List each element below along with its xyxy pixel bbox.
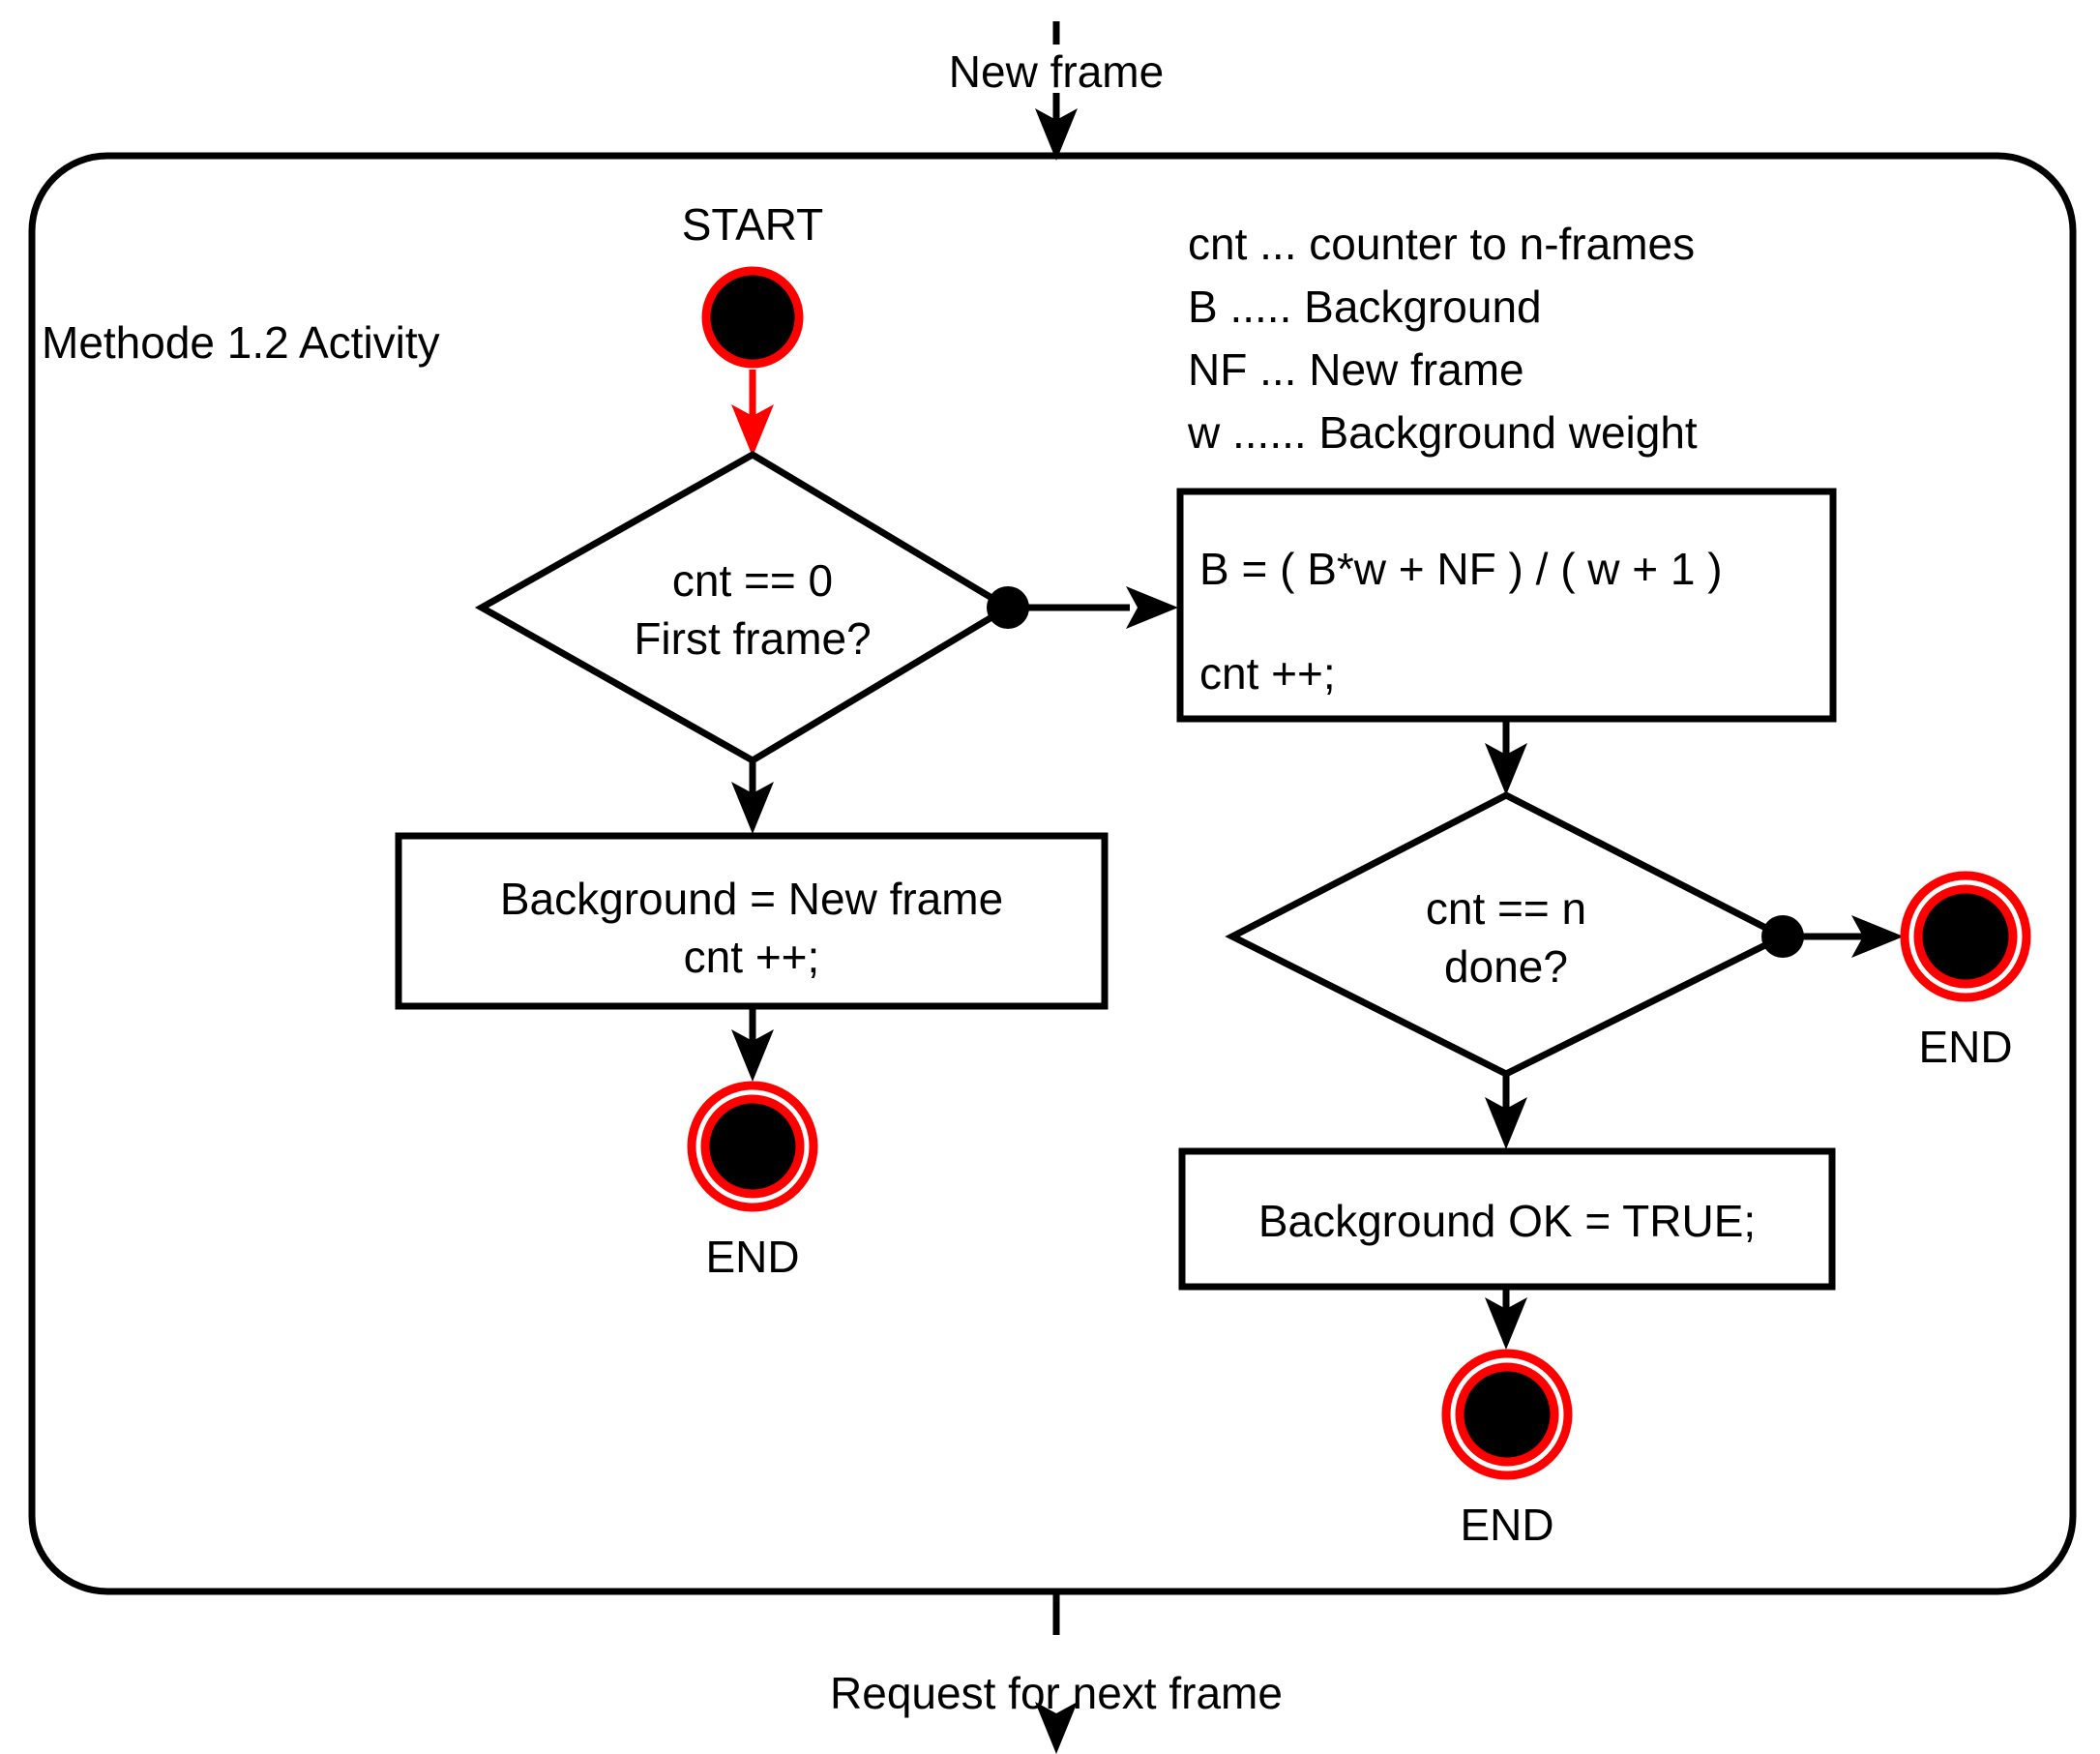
flow-decision-to-init-background-arrowhead (731, 782, 774, 834)
lane-title: Methode 1.2 Activity (42, 317, 440, 368)
flow-init-background-to-end (731, 1006, 774, 1082)
end-node-bottom-outer-ring (1441, 1349, 1573, 1480)
activity-partition-border (28, 152, 2077, 1595)
flow-update-background-to-decision-done (1485, 719, 1527, 795)
end-node-left-disc (706, 1100, 799, 1193)
action-update-background-line2: cnt ++; (1199, 648, 1336, 699)
decision-done[interactable]: cnt == n done? (1225, 791, 1790, 1078)
junction-dot-done (1761, 915, 1804, 958)
decision-first-frame-shape (474, 450, 1015, 765)
end-node-left-outer-ring (687, 1081, 818, 1212)
incoming-flow-arrowhead (1035, 108, 1078, 161)
outgoing-flow-arrowhead (1035, 1702, 1078, 1754)
end-node-right-outer-ring (1900, 871, 2031, 1002)
flow-done-to-end-right-arrowhead (1851, 915, 1904, 958)
end-node-left-inner-ring (700, 1094, 805, 1199)
start-node-label: START (682, 199, 824, 250)
flow-decision-to-init-background (731, 760, 774, 834)
flow-start-to-decision (731, 370, 774, 457)
decision-first-frame-line2: First frame? (634, 613, 871, 664)
action-update-background[interactable]: B = ( B*w + NF ) / ( w + 1 ) cnt ++; (1176, 488, 1837, 723)
decision-done-shape (1225, 791, 1790, 1078)
end-node-right-label: END (1918, 1022, 2012, 1072)
end-node-bottom-inner-ring (1455, 1362, 1559, 1467)
action-update-background-line1: B = ( B*w + NF ) / ( w + 1 ) (1199, 544, 1723, 594)
action-background-ok[interactable]: Background OK = TRUE; (1178, 1147, 1836, 1291)
end-node-bottom[interactable]: END (1441, 1349, 1573, 1550)
incoming-flow-new-frame: New frame (949, 21, 1164, 161)
flow-background-ok-to-end-bottom-arrowhead (1485, 1297, 1527, 1350)
junction-dot-first-frame (987, 586, 1029, 629)
flow-done-to-end-right (1800, 915, 1904, 958)
start-node-disc (707, 272, 798, 363)
end-node-bottom-disc (1461, 1368, 1553, 1461)
flow-background-ok-to-end-bottom (1485, 1287, 1527, 1350)
decision-first-frame[interactable]: cnt == 0 First frame? (474, 450, 1015, 765)
start-node-ring (701, 266, 804, 369)
flow-update-background-to-decision-done-arrowhead (1485, 743, 1527, 795)
decision-done-line1: cnt == n (1426, 883, 1586, 934)
flow-init-background-to-end-arrowhead (731, 1029, 774, 1082)
action-background-ok-line1: Background OK = TRUE; (1258, 1196, 1756, 1246)
action-init-background[interactable]: Background = New frame cnt ++; (395, 832, 1109, 1010)
legend: cnt ... counter to n-frames B ..... Back… (1187, 219, 1698, 458)
incoming-flow-label: New frame (949, 46, 1164, 97)
flow-done-to-background-ok (1485, 1074, 1527, 1149)
flow-start-to-decision-arrowhead (731, 404, 774, 457)
outgoing-flow-label: Request for next frame (830, 1668, 1283, 1718)
end-node-right-disc (1919, 890, 2012, 983)
decision-first-frame-line1: cnt == 0 (672, 555, 833, 606)
end-node-left-label: END (705, 1232, 799, 1282)
legend-item-nf: NF ... New frame (1188, 344, 1524, 395)
legend-item-cnt: cnt ... counter to n-frames (1188, 219, 1695, 269)
end-node-right[interactable]: END (1900, 871, 2031, 1072)
legend-item-w: w ...... Background weight (1187, 407, 1698, 458)
end-node-right-inner-ring (1913, 884, 2018, 989)
end-node-bottom-label: END (1460, 1500, 1553, 1550)
end-node-left[interactable]: END (687, 1081, 818, 1282)
legend-item-b: B ..... Background (1188, 282, 1542, 332)
flow-decision-to-update-background-arrowhead (1126, 586, 1178, 629)
outgoing-flow-next-frame: Request for next frame (830, 1591, 1283, 1754)
action-init-background-line1: Background = New frame (500, 874, 1003, 924)
start-node[interactable]: START (682, 199, 824, 369)
decision-done-line2: done? (1444, 941, 1568, 992)
action-init-background-line2: cnt ++; (684, 932, 820, 982)
flow-decision-to-update-background (1025, 586, 1178, 629)
flow-done-to-background-ok-arrowhead (1485, 1097, 1527, 1149)
